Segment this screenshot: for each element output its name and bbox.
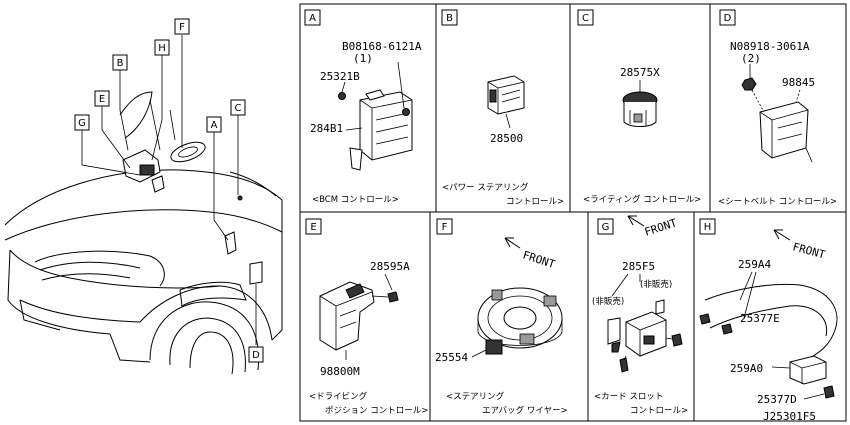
overview-label-f-text: F [179, 22, 185, 33]
panel-a-part-284b1: 284B1 [310, 122, 343, 135]
harness-wire [704, 283, 838, 359]
overview-label-c [230, 99, 246, 116]
panel-g-letter-box [597, 218, 614, 235]
panel-f-letter: F [442, 222, 448, 233]
card-slot-control-unit [625, 311, 667, 357]
screw-icon [619, 357, 629, 373]
overview-label-f [174, 18, 190, 35]
panel-d-nut-qty: (2) [741, 52, 761, 65]
panel-a-bolt-qty: (1) [353, 52, 373, 65]
overview-label-g [74, 114, 90, 131]
panel-d: D N08918-3061A (2) 98845 <シートベルト コントロール> [718, 9, 837, 207]
car-overview: F B H E G A C D [4, 18, 283, 375]
panel-c-part-28575x: 28575X [620, 66, 660, 79]
overview-label-g-text: G [78, 118, 86, 129]
panel-h-part-25377d: 25377D [757, 393, 797, 406]
overview-label-e [94, 90, 110, 107]
overview-label-c-text: C [235, 103, 242, 114]
panel-h-part-25377e: 25377E [740, 312, 780, 325]
sensor-unit [789, 355, 827, 385]
panel-f-caption-1: <ステアリング [446, 391, 505, 402]
panel-b-caption-1: <パワー ステアリング [442, 182, 529, 193]
panel-g: G FRONT 285F5 (非販売) (非販売) <カード スロット コントロ… [592, 215, 688, 416]
panel-g-not-sold-1: (非販売) [592, 296, 624, 307]
panel-f-part-25554: 25554 [435, 351, 468, 364]
panel-g-front: FRONT [643, 216, 679, 239]
panel-grid [299, 3, 847, 422]
power-steering-unit [487, 75, 525, 115]
panel-h-part-259a4: 259A4 [738, 258, 771, 271]
panel-b-letter-box [441, 9, 458, 26]
panel-g-caption-1: <カード スロット [594, 392, 663, 402]
panel-a-letter-box [304, 9, 321, 26]
panel-g-letter: G [602, 222, 610, 233]
panel-f-letter-box [436, 218, 453, 235]
panel-d-letter: D [724, 13, 732, 24]
panel-e: E 28595A 98800M <ドライビング ポジション コントロール> [305, 218, 428, 416]
panel-b: B 28500 <パワー ステアリング コントロール> [441, 9, 564, 207]
front-arrow-icon [627, 215, 645, 227]
overview-label-d [248, 346, 264, 363]
panel-e-part-98800m: 98800M [320, 365, 360, 378]
panel-h-part-259a0: 259A0 [730, 362, 763, 375]
panel-g-caption-2: コントロール> [630, 406, 688, 416]
panel-d-letter-box [719, 9, 736, 26]
panel-g-not-sold-2: (非販売) [640, 279, 672, 290]
diagram-id: J25301F5 [763, 410, 816, 423]
panel-d-nut-code: N08918-3061A [730, 40, 810, 53]
bolt-icon [402, 108, 410, 116]
seatbelt-control-unit [759, 101, 809, 159]
screw-icon [671, 333, 683, 347]
panel-f-caption-2: エアバッグ ワイヤー> [482, 405, 568, 416]
panel-e-letter: E [310, 222, 316, 233]
panel-e-letter-box [305, 218, 322, 235]
panel-a-part-25321b: 25321B [320, 70, 360, 83]
panel-h: H FRONT 259A4 25377E 259A0 25377D [699, 218, 838, 406]
front-arrow-icon [773, 229, 791, 241]
panel-d-part-98845: 98845 [782, 76, 815, 89]
panel-c: C 28575X <ライティング コントロール> [577, 9, 701, 205]
panel-a-letter: A [309, 13, 316, 24]
bolt-icon [823, 385, 835, 399]
panel-e-caption-1: <ドライビング [309, 391, 368, 402]
clip-icon [721, 323, 733, 335]
overview-label-d-text: D [252, 350, 260, 361]
panel-c-caption: <ライティング コントロール> [583, 194, 701, 205]
overview-label-a [206, 116, 222, 133]
panel-c-letter: C [582, 13, 589, 24]
panel-a-bolt-code: B08168-6121A [342, 40, 422, 53]
panel-b-letter: B [446, 13, 453, 24]
panel-g-part-285f5: 285F5 [622, 260, 655, 273]
bolt-icon [338, 92, 346, 100]
panel-f: F FRONT 25554 <ステアリング エアバッグ ワイヤー> [435, 218, 568, 416]
overview-label-b-text: B [117, 58, 124, 69]
clip-icon [699, 313, 711, 325]
bolt-icon [387, 291, 399, 303]
panel-f-front: FRONT [521, 248, 557, 271]
overview-label-h [154, 39, 170, 56]
panel-e-caption-2: ポジション コントロール> [325, 406, 428, 416]
overview-label-b [112, 54, 128, 71]
panel-h-letter-box [699, 218, 716, 235]
panel-b-caption-2: コントロール> [506, 197, 564, 207]
panel-b-part-28500: 28500 [490, 132, 523, 145]
panel-c-letter-box [577, 9, 594, 26]
front-arrow-icon [504, 237, 521, 249]
overview-label-e-text: E [99, 94, 105, 105]
panel-a: A B08168-6121A (1) 25321B 284B1 <BCM コント… [304, 9, 422, 205]
panel-e-part-28595a: 28595A [370, 260, 410, 273]
panel-h-letter: H [704, 222, 712, 233]
panel-a-caption: <BCM コントロール> [312, 195, 399, 205]
panel-h-front: FRONT [791, 240, 827, 261]
nut-icon [741, 77, 757, 91]
overview-label-h-text: H [158, 43, 166, 54]
overview-label-a-text: A [211, 120, 218, 131]
panel-d-caption: <シートベルト コントロール> [718, 197, 837, 207]
